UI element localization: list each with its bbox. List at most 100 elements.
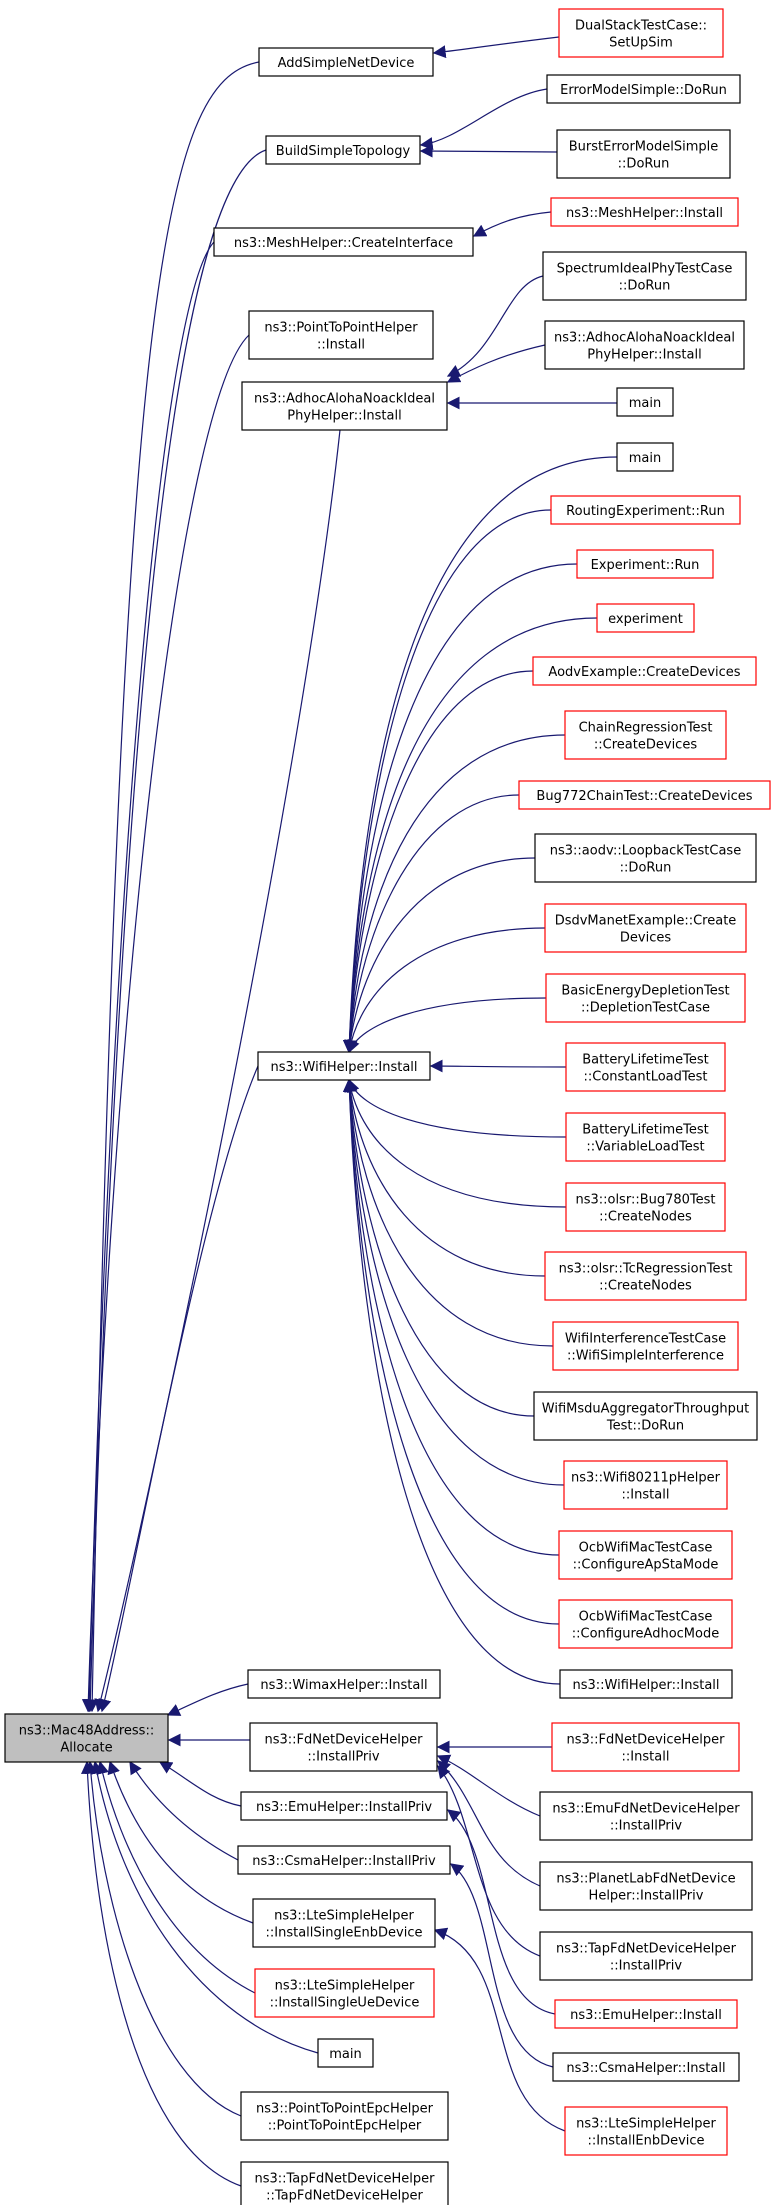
- graph-node-main3[interactable]: main: [317, 2038, 374, 2068]
- graph-node-specideal[interactable]: SpectrumIdealPhyTestCase::DoRun: [542, 251, 747, 301]
- graph-node-battvar[interactable]: BatteryLifetimeTest::VariableLoadTest: [565, 1112, 726, 1162]
- graph-node-tapfdpriv[interactable]: ns3::TapFdNetDeviceHelper::InstallPriv: [539, 1931, 753, 1981]
- graph-node-root[interactable]: ns3::Mac48Address::Allocate: [4, 1713, 169, 1763]
- graph-node-olsrbug780[interactable]: ns3::olsr::Bug780Test::CreateNodes: [565, 1182, 726, 1232]
- graph-node-aodvloop[interactable]: ns3::aodv::LoopbackTestCase::DoRun: [534, 833, 757, 883]
- node-label-line: ::DoRun: [620, 861, 672, 876]
- node-label-line: ns3::Mac48Address::: [19, 1724, 154, 1739]
- node-label-line: main: [329, 2047, 361, 2062]
- graph-node-main2[interactable]: main: [616, 442, 674, 472]
- graph-node-adhoc[interactable]: ns3::AdhocAlohaNoackIdealPhyHelper::Inst…: [241, 381, 448, 431]
- node-label-line: ::TapFdNetDeviceHelper: [266, 2189, 423, 2204]
- node-box: [565, 1182, 726, 1232]
- graph-node-errmodel[interactable]: ErrorModelSimple::DoRun: [546, 74, 741, 104]
- node-label-line: ::ConfigureApStaMode: [573, 1558, 719, 1573]
- graph-node-bursterr[interactable]: BurstErrorModelSimple::DoRun: [556, 129, 731, 179]
- call-edge-to-wifiinst: [343, 1078, 560, 1556]
- node-label-line: BuildSimpleTopology: [276, 144, 411, 159]
- graph-node-meshci[interactable]: ns3::MeshHelper::CreateInterface: [213, 227, 474, 257]
- graph-node-chainreg[interactable]: ChainRegressionTest::CreateDevices: [564, 710, 727, 760]
- graph-node-emuinst[interactable]: ns3::EmuHelper::Install: [554, 1999, 738, 2029]
- node-label-line: ns3::Wifi80211pHelper: [571, 1471, 721, 1486]
- node-box: [554, 1999, 738, 2029]
- graph-node-fdinst[interactable]: ns3::FdNetDeviceHelper::Install: [551, 1722, 740, 1772]
- graph-node-wifiinst2[interactable]: ns3::WifiHelper::Install: [559, 1669, 733, 1699]
- node-label-line: BurstErrorModelSimple: [569, 140, 718, 155]
- node-box: [539, 1791, 753, 1841]
- graph-node-experiment[interactable]: experiment: [596, 603, 695, 633]
- call-edge-to-root: [107, 1760, 254, 1924]
- node-label-line: ::InstallSingleUeDevice: [270, 1996, 420, 2011]
- node-label-line: ::DoRun: [619, 279, 671, 294]
- graph-node-aodvex[interactable]: AodvExample::CreateDevices: [532, 656, 757, 686]
- node-box: [563, 1460, 728, 1510]
- graph-node-wifiinterf[interactable]: WifiInterferenceTestCase::WifiSimpleInte…: [552, 1321, 739, 1371]
- node-box: [546, 74, 741, 104]
- node-box: [576, 549, 714, 579]
- node-label-line: experiment: [608, 612, 683, 627]
- node-box: [240, 2091, 449, 2141]
- graph-node-addsimple[interactable]: AddSimpleNetDevice: [258, 47, 434, 77]
- node-label-line: Devices: [620, 931, 671, 946]
- graph-node-lteenb[interactable]: ns3::LteSimpleHelper::InstallSingleEnbDe…: [252, 1898, 436, 1948]
- node-label-line: ns3::aodv::LoopbackTestCase: [550, 844, 741, 859]
- graph-node-olsrtc[interactable]: ns3::olsr::TcRegressionTest::CreateNodes: [544, 1251, 747, 1301]
- node-label-line: OcbWifiMacTestCase: [579, 1610, 713, 1625]
- node-label-line: ::InstallSingleEnbDevice: [265, 1926, 422, 1941]
- call-edge-to-meshci: [472, 211, 552, 237]
- call-edge-to-root: [85, 61, 260, 1713]
- node-box: [551, 1722, 740, 1772]
- node-label-line: PhyHelper::Install: [587, 348, 701, 363]
- node-label-line: ns3::WimaxHelper::Install: [260, 1678, 427, 1693]
- graph-node-buildsimple[interactable]: BuildSimpleTopology: [265, 135, 421, 165]
- graph-node-fdpriv[interactable]: ns3::FdNetDeviceHelper::InstallPriv: [249, 1722, 438, 1772]
- node-label-line: ::PointToPointEpcHelper: [268, 2119, 422, 2134]
- graph-node-wimax[interactable]: ns3::WimaxHelper::Install: [247, 1669, 441, 1699]
- graph-node-csmapriv[interactable]: ns3::CsmaHelper::InstallPriv: [237, 1845, 451, 1875]
- node-box: [247, 1669, 441, 1699]
- node-label-line: ns3::TapFdNetDeviceHelper: [254, 2172, 435, 2187]
- call-edge-to-wifiinst: [347, 1078, 567, 1138]
- graph-node-dualstack[interactable]: DualStackTestCase::SetUpSim: [558, 8, 724, 58]
- graph-node-dsdvmanet[interactable]: DsdvManetExample::CreateDevices: [544, 903, 747, 953]
- node-label-line: Test::DoRun: [606, 1419, 684, 1434]
- call-edges: [81, 36, 618, 2187]
- graph-node-p2pinst[interactable]: ns3::PointToPointHelper::Install: [248, 310, 434, 360]
- graph-node-wifiinst[interactable]: ns3::WifiHelper::Install: [257, 1051, 431, 1081]
- node-box: [539, 1861, 753, 1911]
- node-box: [565, 1112, 726, 1162]
- graph-node-bug772[interactable]: Bug772ChainTest::CreateDevices: [518, 780, 771, 810]
- graph-node-basicenergy[interactable]: BasicEnergyDepletionTest::DepletionTestC…: [545, 973, 746, 1023]
- call-edge-to-wifiinst: [343, 617, 598, 1054]
- graph-node-ocbapsta[interactable]: OcbWifiMacTestCase::ConfigureApStaMode: [558, 1530, 733, 1580]
- graph-node-planetlab[interactable]: ns3::PlanetLabFdNetDeviceHelper::Install…: [539, 1861, 753, 1911]
- node-label-line: Bug772ChainTest::CreateDevices: [536, 789, 752, 804]
- graph-node-battconst[interactable]: BatteryLifetimeTest::ConstantLoadTest: [565, 1042, 726, 1092]
- graph-node-expRun[interactable]: Experiment::Run: [576, 549, 714, 579]
- graph-node-ocbadhoc[interactable]: OcbWifiMacTestCase::ConfigureAdhocMode: [558, 1599, 733, 1649]
- graph-node-main1[interactable]: main: [616, 387, 674, 417]
- graph-node-adhoc2[interactable]: ns3::AdhocAlohaNoackIdealPhyHelper::Inst…: [544, 320, 745, 370]
- graph-node-tapfdhelper[interactable]: ns3::TapFdNetDeviceHelper::TapFdNetDevic…: [240, 2161, 449, 2205]
- node-label-line: ns3::MeshHelper::Install: [566, 206, 723, 221]
- graph-node-routingexp[interactable]: RoutingExperiment::Run: [550, 495, 741, 525]
- graph-node-emupriv[interactable]: ns3::EmuHelper::InstallPriv: [240, 1791, 448, 1821]
- call-edge-to-wifiinst: [343, 563, 578, 1054]
- graph-node-p2pepc[interactable]: ns3::PointToPointEpcHelper::PointToPoint…: [240, 2091, 449, 2141]
- node-box: [558, 8, 724, 58]
- node-box: [559, 1669, 733, 1699]
- graph-node-meshinst[interactable]: ns3::MeshHelper::Install: [550, 197, 739, 227]
- call-edge-to-emupriv: [446, 1809, 556, 2015]
- node-label-line: ::InstallPriv: [610, 1959, 682, 1974]
- graph-node-wifi80211p[interactable]: ns3::Wifi80211pHelper::Install: [563, 1460, 728, 1510]
- node-box: [564, 710, 727, 760]
- graph-node-csmainst[interactable]: ns3::CsmaHelper::Install: [552, 2052, 740, 2082]
- node-label-line: BatteryLifetimeTest: [582, 1123, 709, 1138]
- node-label-line: AddSimpleNetDevice: [278, 56, 415, 71]
- graph-node-lteue[interactable]: ns3::LteSimpleHelper::InstallSingleUeDev…: [254, 1968, 435, 2018]
- call-edge-to-root: [83, 149, 267, 1713]
- graph-node-emufdpriv[interactable]: ns3::EmuFdNetDeviceHelper::InstallPriv: [539, 1791, 753, 1841]
- graph-node-lteenbinst[interactable]: ns3::LteSimpleHelper::InstallEnbDevice: [564, 2106, 728, 2156]
